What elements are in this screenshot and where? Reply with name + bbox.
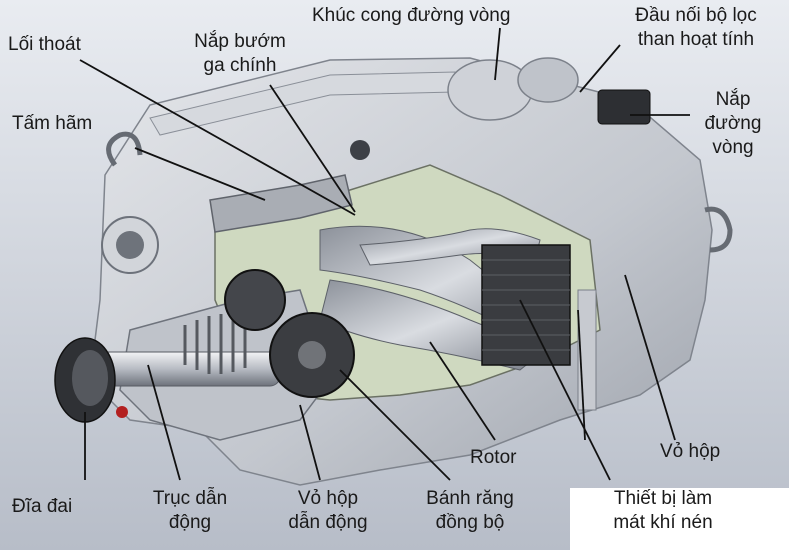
label-vo-hop: Vỏ hộp [660,441,721,462]
leader-dau-noi [579,44,621,93]
leader-lines [79,27,690,481]
leader-khuc-cong [494,27,501,81]
leader-truc-dan [147,364,181,481]
sync-gear-upper [224,269,286,331]
hook-left [106,131,143,167]
leader-thiet-bi-2 [577,309,586,441]
leader-nap-buom-ga [269,84,356,213]
pulley-face [72,350,108,406]
label-khuc-cong: Khúc cong đường vòng [312,5,511,26]
label-dia-dai: Đĩa đai [12,496,73,517]
leader-loi-thoat [79,59,356,216]
label-thiet-bi: Thiết bị làm mát khí nén [613,488,713,533]
pulley-red-mark [116,406,128,418]
leader-rotor [429,341,496,441]
leader-tam-ham [134,147,266,201]
plate-bolt [350,140,370,160]
bypass-elbow [447,59,533,121]
canister-connector [597,89,651,125]
label-truc-dan: Trục dẫn động [152,488,228,533]
hook-right [704,206,733,253]
sync-gear-hub [298,341,326,369]
side-port-inner [116,231,144,259]
label-nap-duong-vong: Nắp đường vòng [704,89,762,158]
leader-thiet-bi-1 [519,299,611,481]
leader-vo-hop-dan [299,404,321,481]
label-dau-noi: Đầu nối bộ lọc than hoạt tính [635,5,757,50]
leader-banh-rang [339,369,451,481]
leader-vo-hop [624,274,676,441]
spring [183,314,247,374]
label-tam-ham: Tấm hãm [12,113,93,134]
label-nap-buom-ga: Nắp bướm ga chính [194,31,286,76]
label-banh-rang: Bánh răng đồng bộ [426,488,514,533]
label-loi-thoat: Lối thoát [8,34,81,55]
label-rotor: Rotor [470,447,517,468]
label-backdrop [570,488,789,550]
bypass-elbow-end [517,57,579,103]
intercooler-fins [482,259,570,351]
label-vo-hop-dan: Vỏ hộp dẫn động [288,488,368,533]
